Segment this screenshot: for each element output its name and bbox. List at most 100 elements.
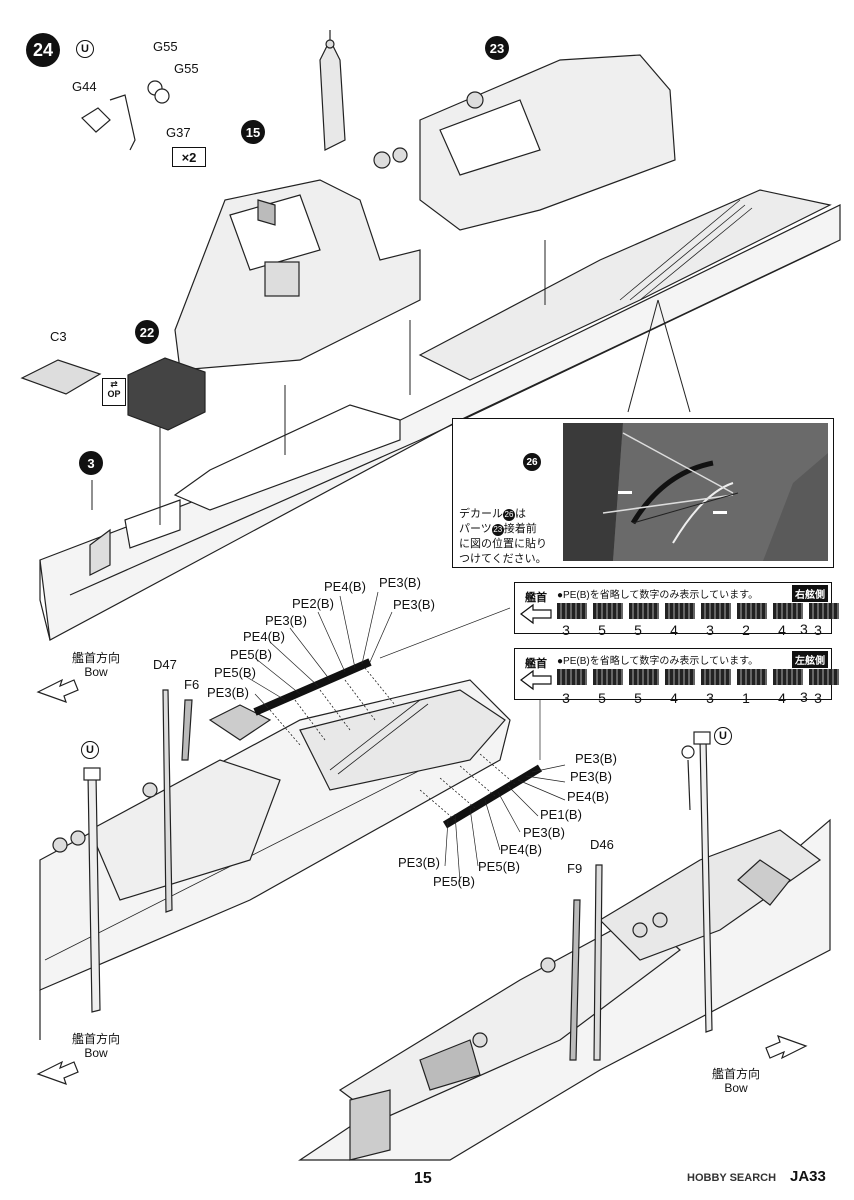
- pe-label-right: PE4(B): [500, 842, 542, 857]
- pe-num: 3: [814, 690, 822, 706]
- bow-direction-en: Bow: [84, 1046, 108, 1060]
- pe-num: 4: [670, 690, 678, 706]
- bow-direction-1: 艦首方向 Bow: [72, 651, 120, 679]
- pe-cell: [629, 669, 659, 685]
- step-number-badge: 24: [26, 33, 60, 67]
- decal-inline-26: 26: [503, 509, 515, 521]
- bow-direction-jp: 艦首方向: [72, 651, 121, 665]
- callout-22: 22: [135, 320, 159, 344]
- pe-port-box: 艦首 ●PE(B)を省略して数字のみ表示しています。 左舷側: [514, 648, 839, 700]
- lower-hull: [298, 818, 831, 1161]
- pe-label-right: PE3(B): [523, 825, 565, 840]
- multiplier-badge: ×2: [172, 147, 206, 167]
- pe-label-left: PE3(B): [207, 685, 249, 700]
- decal-text-2b: 接着前: [503, 523, 537, 535]
- port-tag: 左舷側: [792, 651, 828, 668]
- pe-label-left: PE3(B): [265, 613, 307, 628]
- pe-label-left: PE2(B): [292, 596, 334, 611]
- pe-num: 4: [778, 690, 786, 706]
- deck-marking-illustration: [563, 423, 828, 561]
- bow-direction-jp: 艦首方向: [72, 1032, 121, 1046]
- pe-cell: [665, 669, 695, 685]
- pe-num: 3: [562, 622, 570, 638]
- part-label-g55-a: G55: [153, 39, 178, 54]
- kit-code: JA33: [790, 1168, 826, 1185]
- pe-label-right: PE4(B): [567, 789, 609, 804]
- pe-num: 3: [562, 690, 570, 706]
- part-label-g37: G37: [166, 125, 191, 140]
- pe-starboard-box: 艦首 ●PE(B)を省略して数字のみ表示しています。 右舷側: [514, 582, 839, 634]
- page-number: 15: [414, 1170, 432, 1187]
- decal-inline-23: 23: [491, 524, 504, 536]
- middle-hull: [39, 679, 511, 1040]
- part-label-d47: D47: [153, 657, 177, 672]
- pe-cell: [557, 603, 587, 619]
- part-label-f9: F9: [567, 861, 583, 876]
- pe-num: 5: [634, 690, 642, 706]
- decal-text-1a: デカール: [459, 508, 503, 520]
- starboard-tag: 右舷側: [792, 585, 828, 602]
- bow-direction-3: 艦首方向 Bow: [712, 1067, 760, 1095]
- pe-port-bow-label: 艦首: [525, 658, 547, 670]
- decal-26-callout: 26: [523, 453, 541, 471]
- pe-cell: [737, 603, 767, 619]
- op-text: OP: [107, 389, 121, 399]
- bow-arrow-icon: [520, 603, 552, 625]
- pe-label-right: PE5(B): [433, 874, 475, 889]
- pe-num: 3: [706, 690, 714, 706]
- pe-label-left: PE4(B): [324, 579, 366, 594]
- part-label-g44: G44: [72, 79, 97, 94]
- pe-starboard-note: ●PE(B)を省略して数字のみ表示しています。: [557, 590, 759, 601]
- aft-superstructure: [373, 54, 676, 231]
- pe-port-numbers: 3 5 5 4 3 1 4 3: [548, 690, 836, 706]
- pe-cell: [701, 603, 731, 619]
- bow-direction-en: Bow: [724, 1081, 748, 1095]
- pe-label-right: PE3(B): [575, 751, 617, 766]
- pe-cell: [773, 669, 803, 685]
- bow-direction-en: Bow: [84, 665, 108, 679]
- pe-label-right: PE3(B): [570, 769, 612, 784]
- pe-label-right: PE1(B): [540, 807, 582, 822]
- pe-cell: [557, 669, 587, 685]
- pe-cell: [665, 603, 695, 619]
- pe-num: 1: [742, 690, 750, 706]
- upper-hull: [39, 189, 841, 641]
- pe-cell: [809, 603, 839, 619]
- pe-label-right: PE3(B): [398, 855, 440, 870]
- callout-3: 3: [79, 451, 103, 475]
- decal-text-2a: パーツ: [459, 523, 492, 535]
- part-label-c3: C3: [50, 329, 67, 344]
- pe-port-cells: [557, 669, 839, 685]
- pe-starboard-bow-label: 艦首: [525, 592, 547, 604]
- pe-cell: [737, 669, 767, 685]
- symbol-u-right: U: [714, 727, 732, 745]
- symbol-u-top: U: [76, 40, 94, 58]
- pe-port-note: ●PE(B)を省略して数字のみ表示しています。: [557, 656, 759, 667]
- pe-num-last: 3: [800, 689, 808, 705]
- pe-starboard-numbers: 3 5 5 4 3 2 4 3: [548, 622, 836, 638]
- part-label-g55-b: G55: [174, 61, 199, 76]
- pe-label-left: PE5(B): [214, 665, 256, 680]
- bow-direction-2: 艦首方向 Bow: [72, 1032, 120, 1060]
- callout-15: 15: [241, 120, 265, 144]
- pe-cell: [593, 669, 623, 685]
- pe-cell: [701, 669, 731, 685]
- pe-num: 2: [742, 622, 750, 638]
- pe-cell: [629, 603, 659, 619]
- decal-text-3: に図の位置に貼り: [459, 538, 547, 550]
- pe-cell: [593, 603, 623, 619]
- pe-cell: [773, 603, 803, 619]
- decal-text-4: つけてください。: [459, 553, 547, 565]
- pe-num: 4: [670, 622, 678, 638]
- pe-num: 5: [598, 622, 606, 638]
- forward-superstructure: [174, 30, 421, 371]
- pe-label-left: PE3(B): [393, 597, 435, 612]
- pe-label-left: PE4(B): [243, 629, 285, 644]
- bow-arrow-icon: [520, 669, 552, 691]
- pe-label-left: PE3(B): [379, 575, 421, 590]
- hangar-deck-detail-photo: [563, 423, 828, 561]
- pe-num: 4: [778, 622, 786, 638]
